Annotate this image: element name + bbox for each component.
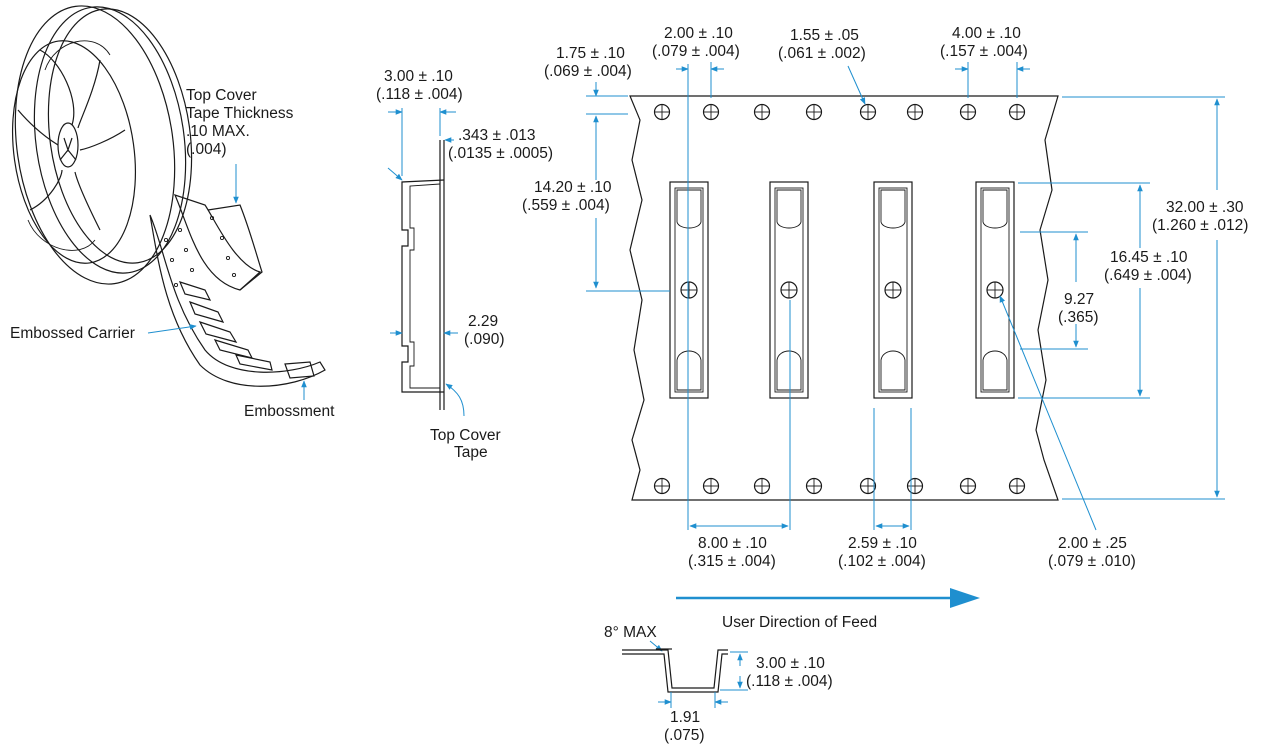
sprocket-hole-bottom — [753, 477, 771, 495]
hole-pocket-in: (.079 ± .004) — [652, 43, 740, 60]
hole-center-mm: 14.20 ± .10 — [534, 179, 612, 196]
sprocket-hole-top — [702, 103, 720, 121]
sprocket-hole-bottom — [959, 477, 977, 495]
sprocket-hole-bottom — [702, 477, 720, 495]
pocket-center-hole — [780, 281, 798, 299]
sprocket-hole-bottom — [859, 477, 877, 495]
sprocket-hole-top — [859, 103, 877, 121]
cs-thickness-in: (.0135 ± .0005) — [448, 145, 553, 162]
tape-width-in: (1.260 ± .012) — [1152, 217, 1248, 234]
profile-bottom-in: (.075) — [664, 727, 705, 744]
sprocket-hole-top — [805, 103, 823, 121]
embossed-carrier-leader — [147, 324, 197, 334]
pocket-pitch-mm: 8.00 ± .10 — [698, 535, 767, 552]
pockets — [669, 181, 1015, 399]
cs-thickness-mm: .343 ± .013 — [458, 127, 535, 144]
pocket-profile-shape — [622, 648, 728, 693]
cs-corner-arrow — [387, 167, 403, 181]
top-cover-thickness-line-3: .10 MAX. — [186, 123, 250, 140]
pocket — [769, 181, 809, 399]
pocket — [669, 181, 709, 399]
sprocket-hole-top — [653, 103, 671, 121]
top-cover-thickness-line-1: Top Cover — [186, 87, 257, 104]
sprocket-hole-bottom — [1008, 477, 1026, 495]
tape-strip-illustration — [149, 194, 326, 387]
pocket-inner-in: (.365) — [1058, 309, 1099, 326]
feed-direction-label: User Direction of Feed — [722, 614, 877, 631]
pocket-center-hole — [884, 281, 902, 299]
pocket-center-hole — [986, 281, 1004, 299]
center-hole-in: (.079 ± .010) — [1048, 553, 1136, 570]
pocket — [873, 181, 913, 399]
cover-tape-leader — [445, 383, 465, 417]
profile-bottom-mm: 1.91 — [670, 709, 700, 726]
hole-edge-mm: 1.75 ± .10 — [556, 45, 625, 62]
cs-depth-mm: 2.29 — [468, 313, 498, 330]
pocket — [975, 181, 1015, 399]
cs-width-mm: 3.00 ± .10 — [384, 68, 453, 85]
hole-pitch-mm: 4.00 ± .10 — [952, 25, 1021, 42]
sprocket-hole-bottom — [805, 477, 823, 495]
sprocket-hole-top — [1008, 103, 1026, 121]
pocket-width-in: (.102 ± .004) — [838, 553, 926, 570]
hole-edge-in: (.069 ± .004) — [544, 63, 632, 80]
top-cover-thickness-line-4: (.004) — [186, 141, 227, 158]
tape-outline — [629, 95, 1059, 501]
sprocket-hole-bottom — [653, 477, 671, 495]
cover-tape-line-1: Top Cover — [430, 427, 501, 444]
tape-width-mm: 32.00 ± .30 — [1166, 199, 1244, 216]
pocket-width-mm: 2.59 ± .10 — [848, 535, 917, 552]
cover-tape-line-2: Tape — [454, 444, 488, 461]
hole-dia-leader — [847, 65, 866, 105]
hole-pitch-in: (.157 ± .004) — [940, 43, 1028, 60]
hole-dia-mm: 1.55 ± .05 — [790, 27, 859, 44]
embossment-label: Embossment — [244, 403, 335, 420]
sprocket-hole-top — [753, 103, 771, 121]
profile-depth-in: (.118 ± .004) — [746, 673, 833, 690]
hole-center-in: (.559 ± .004) — [522, 197, 610, 214]
pocket-length-in: (.649 ± .004) — [1104, 267, 1192, 284]
pocket-length-mm: 16.45 ± .10 — [1110, 249, 1188, 266]
tape-cross-section — [401, 140, 445, 410]
center-hole-leader — [999, 295, 1097, 531]
sprocket-hole-top — [906, 103, 924, 121]
profile-angle: 8° MAX — [604, 624, 657, 641]
cs-depth-in: (.090) — [464, 331, 505, 348]
sprocket-hole-bottom — [906, 477, 924, 495]
center-hole-mm: 2.00 ± .25 — [1058, 535, 1127, 552]
pocket-center-hole — [680, 281, 698, 299]
embossed-carrier-label: Embossed Carrier — [10, 325, 135, 342]
sprocket-holes — [653, 103, 1026, 495]
pocket-inner-mm: 9.27 — [1064, 291, 1094, 308]
reel-illustration — [11, 5, 193, 285]
feed-arrow-head — [950, 588, 980, 608]
profile-depth-mm: 3.00 ± .10 — [756, 655, 825, 672]
cs-width-in: (.118 ± .004) — [376, 86, 463, 103]
pocket-pitch-in: (.315 ± .004) — [688, 553, 776, 570]
hole-dia-in: (.061 ± .002) — [778, 45, 866, 62]
sprocket-hole-top — [959, 103, 977, 121]
hole-pocket-mm: 2.00 ± .10 — [664, 25, 733, 42]
top-cover-thickness-line-2: Tape Thickness — [186, 105, 294, 122]
